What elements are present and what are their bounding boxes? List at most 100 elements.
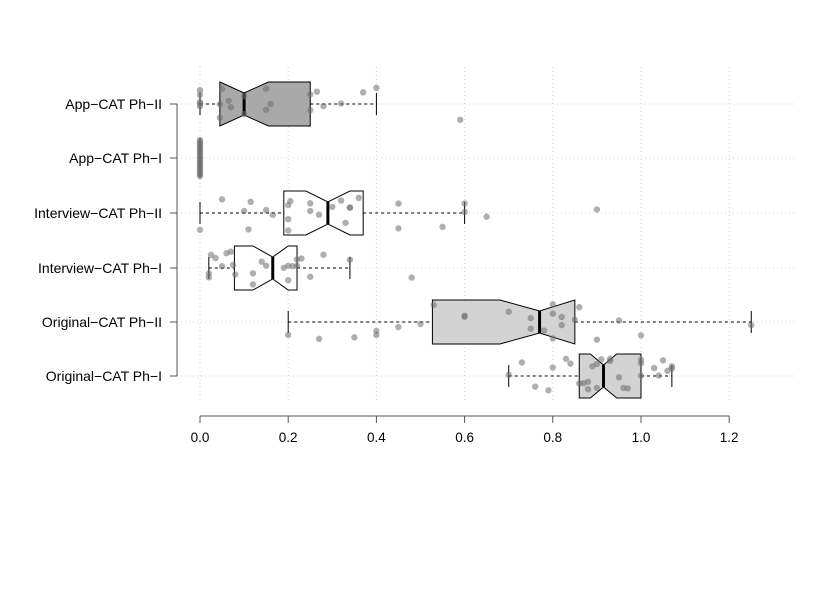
data-point — [196, 91, 204, 98]
data-point — [337, 197, 345, 204]
data-point — [571, 316, 579, 324]
data-point — [593, 336, 601, 343]
x-tick-label: 0.0 — [191, 430, 210, 445]
box-5 — [505, 353, 676, 399]
data-point — [227, 248, 235, 255]
x-tick-label: 0.2 — [279, 430, 298, 445]
box-2 — [196, 190, 601, 236]
data-point — [205, 270, 213, 277]
data-point — [593, 360, 601, 368]
data-point — [549, 310, 556, 317]
data-point — [659, 357, 667, 364]
data-point — [269, 211, 276, 219]
data-point — [637, 332, 645, 339]
data-point — [249, 281, 257, 288]
data-point — [456, 116, 464, 124]
data-point — [240, 207, 248, 215]
data-point — [267, 100, 274, 108]
data-point — [262, 206, 270, 214]
data-point — [216, 101, 224, 108]
data-point — [227, 104, 235, 111]
data-point — [262, 106, 270, 113]
data-point — [540, 327, 548, 334]
data-point — [196, 86, 204, 94]
data-point — [461, 313, 468, 321]
data-point — [558, 321, 565, 329]
data-point — [225, 97, 232, 104]
data-point — [567, 360, 574, 367]
data-point — [408, 274, 415, 281]
data-point — [232, 271, 239, 278]
data-point — [505, 308, 512, 315]
data-point — [212, 254, 219, 262]
data-point — [545, 387, 552, 394]
data-point — [249, 270, 257, 277]
data-point — [584, 386, 592, 393]
data-point — [355, 194, 362, 202]
box-plots — [196, 81, 755, 399]
data-point — [293, 262, 301, 270]
box-3 — [205, 245, 415, 291]
data-point — [285, 331, 292, 339]
data-point — [395, 200, 402, 207]
data-point — [549, 335, 556, 342]
x-tick-label: 0.6 — [455, 430, 474, 445]
data-point — [562, 355, 570, 363]
data-point — [615, 317, 623, 324]
notched-box — [283, 190, 364, 236]
data-point — [229, 261, 237, 269]
data-point — [196, 98, 204, 106]
data-point — [576, 304, 583, 311]
data-point — [320, 102, 327, 110]
data-point — [359, 89, 367, 96]
x-tick-label: 0.4 — [367, 430, 386, 445]
data-point — [483, 213, 490, 220]
data-point — [593, 384, 601, 392]
data-point — [351, 334, 358, 341]
data-point — [461, 208, 468, 216]
data-point — [593, 206, 601, 213]
data-point — [196, 226, 204, 234]
data-point — [262, 262, 270, 269]
data-point — [298, 255, 305, 262]
data-point — [430, 301, 437, 309]
data-point — [346, 204, 354, 211]
category-label: Original−CAT Ph−II — [42, 314, 162, 330]
data-point — [346, 256, 354, 263]
data-point — [558, 313, 565, 321]
data-point — [218, 263, 226, 270]
data-point — [320, 251, 327, 258]
data-point — [598, 356, 605, 363]
x-tick-label: 1.2 — [720, 430, 739, 445]
data-point — [655, 372, 662, 379]
data-point — [207, 251, 215, 259]
category-label: Interview−CAT Ph−II — [34, 205, 162, 221]
category-label: Original−CAT Ph−I — [46, 368, 162, 384]
data-point — [527, 325, 534, 332]
data-point — [240, 93, 248, 100]
data-point — [313, 88, 321, 95]
data-point — [315, 211, 323, 218]
data-point — [240, 110, 248, 118]
data-point — [439, 223, 446, 231]
data-point — [518, 359, 526, 366]
data-point — [307, 106, 314, 114]
data-point — [549, 301, 556, 308]
data-point — [651, 364, 658, 372]
data-point — [395, 323, 402, 331]
data-point — [285, 215, 292, 223]
data-point — [307, 200, 314, 207]
data-point — [307, 273, 314, 280]
data-point — [287, 197, 294, 205]
data-point — [337, 100, 345, 107]
data-point — [531, 383, 539, 390]
data-point — [417, 320, 424, 328]
data-point — [258, 258, 265, 265]
data-point — [637, 356, 645, 364]
data-point — [606, 355, 614, 362]
data-point — [527, 314, 534, 322]
data-point — [373, 327, 380, 335]
